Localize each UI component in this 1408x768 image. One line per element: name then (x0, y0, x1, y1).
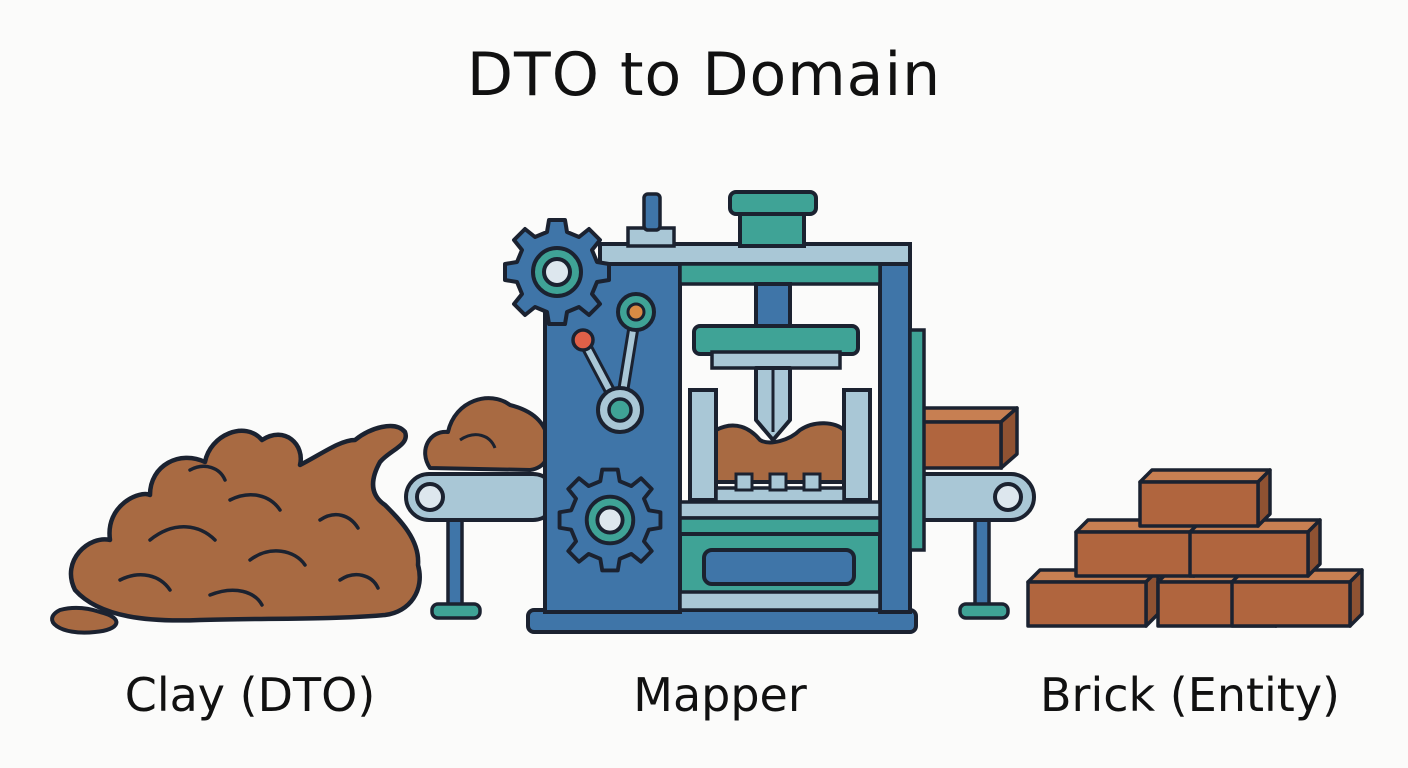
brick-stack-icon (1026, 468, 1364, 628)
diagram-title: DTO to Domain (466, 40, 942, 110)
gear-icon (503, 218, 611, 326)
mapper-label: Mapper (633, 668, 807, 722)
clay-pile-icon (50, 423, 422, 635)
press-machine-icon (526, 190, 926, 634)
gear-icon (557, 467, 663, 573)
brick-entity-label: Brick (Entity) (1040, 668, 1340, 722)
clay-dto-label: Clay (DTO) (124, 668, 376, 722)
